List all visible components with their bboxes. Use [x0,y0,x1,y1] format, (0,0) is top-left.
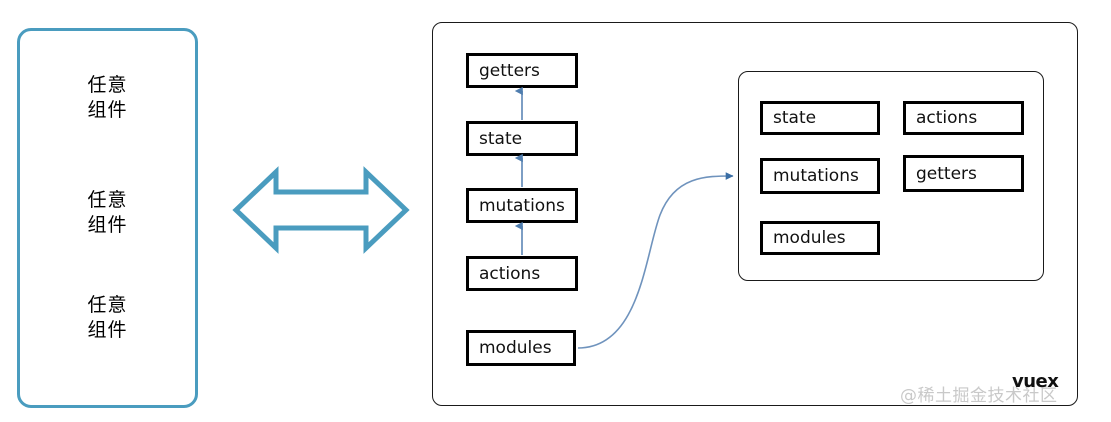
flow-box-getters-label: getters [479,60,540,81]
flow-box-modules-label: modules [479,338,552,358]
store-box-getters-label: getters [916,163,977,184]
store-box-state-label: state [773,108,817,128]
flow-box-mutations: mutations [466,188,578,223]
flow-box-actions: actions [466,256,578,291]
store-box-mutations: mutations [760,158,880,194]
component-label-3: 任意 组件 [87,294,128,341]
store-box-modules: modules [760,221,880,255]
store-box-mutations-label: mutations [773,166,859,186]
bidirectional-arrow-shape [232,166,410,254]
flow-box-actions-label: actions [479,263,541,284]
flow-box-state: state [466,121,578,156]
vuex-caption: vuex [1012,371,1059,392]
any-component-panel: 任意 组件 任意 组件 任意 组件 [17,28,198,408]
flow-box-mutations-label: mutations [479,195,565,216]
flow-box-state-label: state [479,128,523,149]
component-label-1: 任意 组件 [87,74,128,121]
component-label-2: 任意 组件 [87,189,128,236]
store-box-actions-label: actions [916,108,978,128]
store-box-state: state [760,101,880,135]
flow-box-getters: getters [466,53,578,88]
store-box-getters: getters [903,155,1024,192]
bidirectional-arrow-svg [232,166,410,254]
watermark-text: @稀土掘金技术社区 [900,386,1058,406]
bidirectional-arrow-icon [232,160,410,260]
store-box-modules-label: modules [773,228,846,248]
flow-box-modules: modules [466,330,576,366]
store-box-actions: actions [903,101,1024,135]
